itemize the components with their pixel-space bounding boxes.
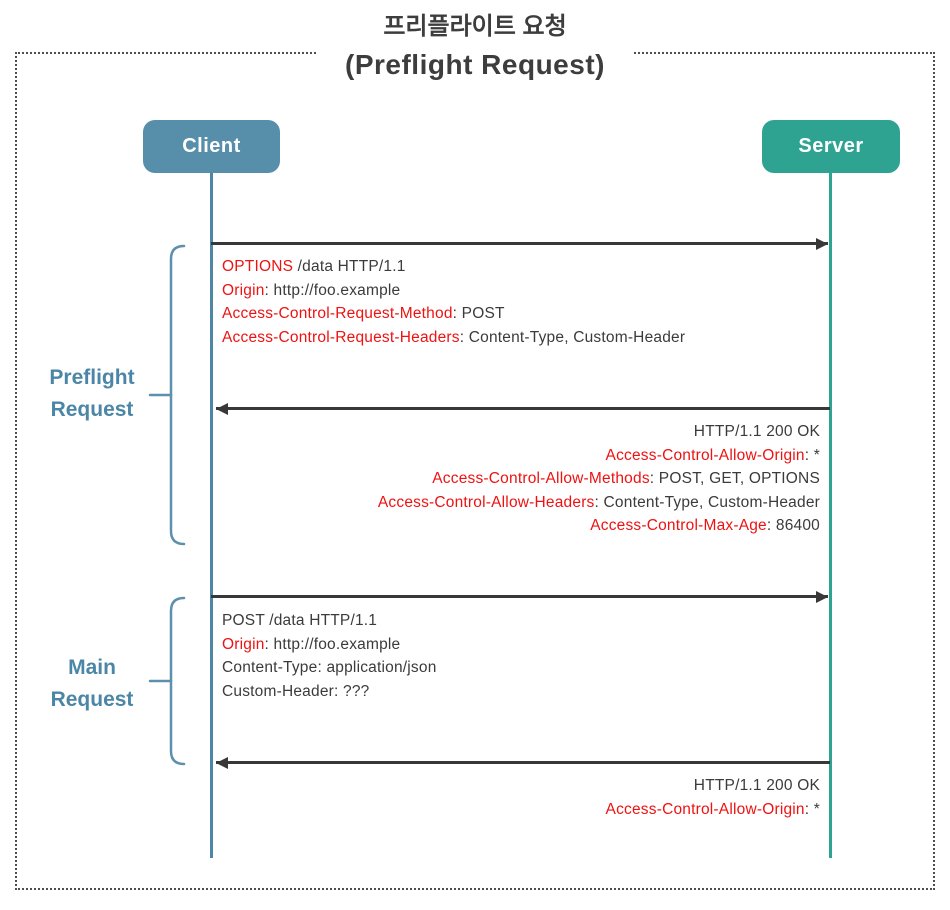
main-request-message: POST /data HTTP/1.1 Origin: http://foo.e…	[222, 609, 437, 703]
message-line: Access-Control-Allow-Origin: *	[605, 446, 820, 464]
client-actor-label: Client	[182, 135, 241, 157]
preflight-section-label: Preflight Request	[49, 366, 135, 421]
server-lifeline	[829, 173, 832, 858]
main-section-label: Main Request	[50, 656, 134, 711]
message-line: HTTP/1.1 200 OK	[693, 777, 820, 794]
message-line: Origin: http://foo.example	[222, 635, 401, 653]
message-line: OPTIONS /data HTTP/1.1	[222, 258, 406, 275]
preflight-request-message: OPTIONS /data HTTP/1.1 Origin: http://fo…	[222, 255, 685, 349]
preflight-response-arrow	[216, 407, 830, 410]
main-response-arrow	[216, 761, 830, 764]
message-line: Custom-Header: ???	[222, 682, 370, 700]
main-request-arrow	[211, 595, 828, 598]
client-actor-box: Client	[143, 120, 280, 173]
diagram-title: 프리플라이트 요청 (Preflight Request)	[317, 8, 633, 88]
server-actor-box: Server	[762, 120, 900, 173]
main-section-brace	[148, 596, 186, 766]
message-line: HTTP/1.1 200 OK	[693, 423, 820, 440]
message-line: Access-Control-Request-Headers: Content-…	[222, 328, 686, 346]
preflight-request-arrow	[211, 242, 828, 245]
client-lifeline	[210, 173, 213, 858]
title-korean: 프리플라이트 요청	[383, 13, 567, 40]
message-line: Origin: http://foo.example	[222, 281, 401, 299]
message-line: POST /data HTTP/1.1	[222, 612, 378, 629]
message-line: Access-Control-Request-Method: POST	[222, 305, 505, 322]
message-line: Content-Type: application/json	[222, 659, 437, 676]
message-line: Access-Control-Allow-Methods: POST, GET,…	[432, 470, 820, 487]
preflight-response-message: HTTP/1.1 200 OK Access-Control-Allow-Ori…	[378, 420, 820, 538]
message-line: Access-Control-Allow-Origin: *	[605, 800, 820, 818]
message-line: Access-Control-Max-Age: 86400	[590, 517, 820, 534]
preflight-section-brace	[148, 244, 186, 546]
message-line: Access-Control-Allow-Headers: Content-Ty…	[377, 493, 820, 511]
main-response-message: HTTP/1.1 200 OK Access-Control-Allow-Ori…	[606, 774, 820, 821]
title-english: (Preflight Request)	[345, 49, 605, 80]
server-actor-label: Server	[798, 135, 864, 157]
